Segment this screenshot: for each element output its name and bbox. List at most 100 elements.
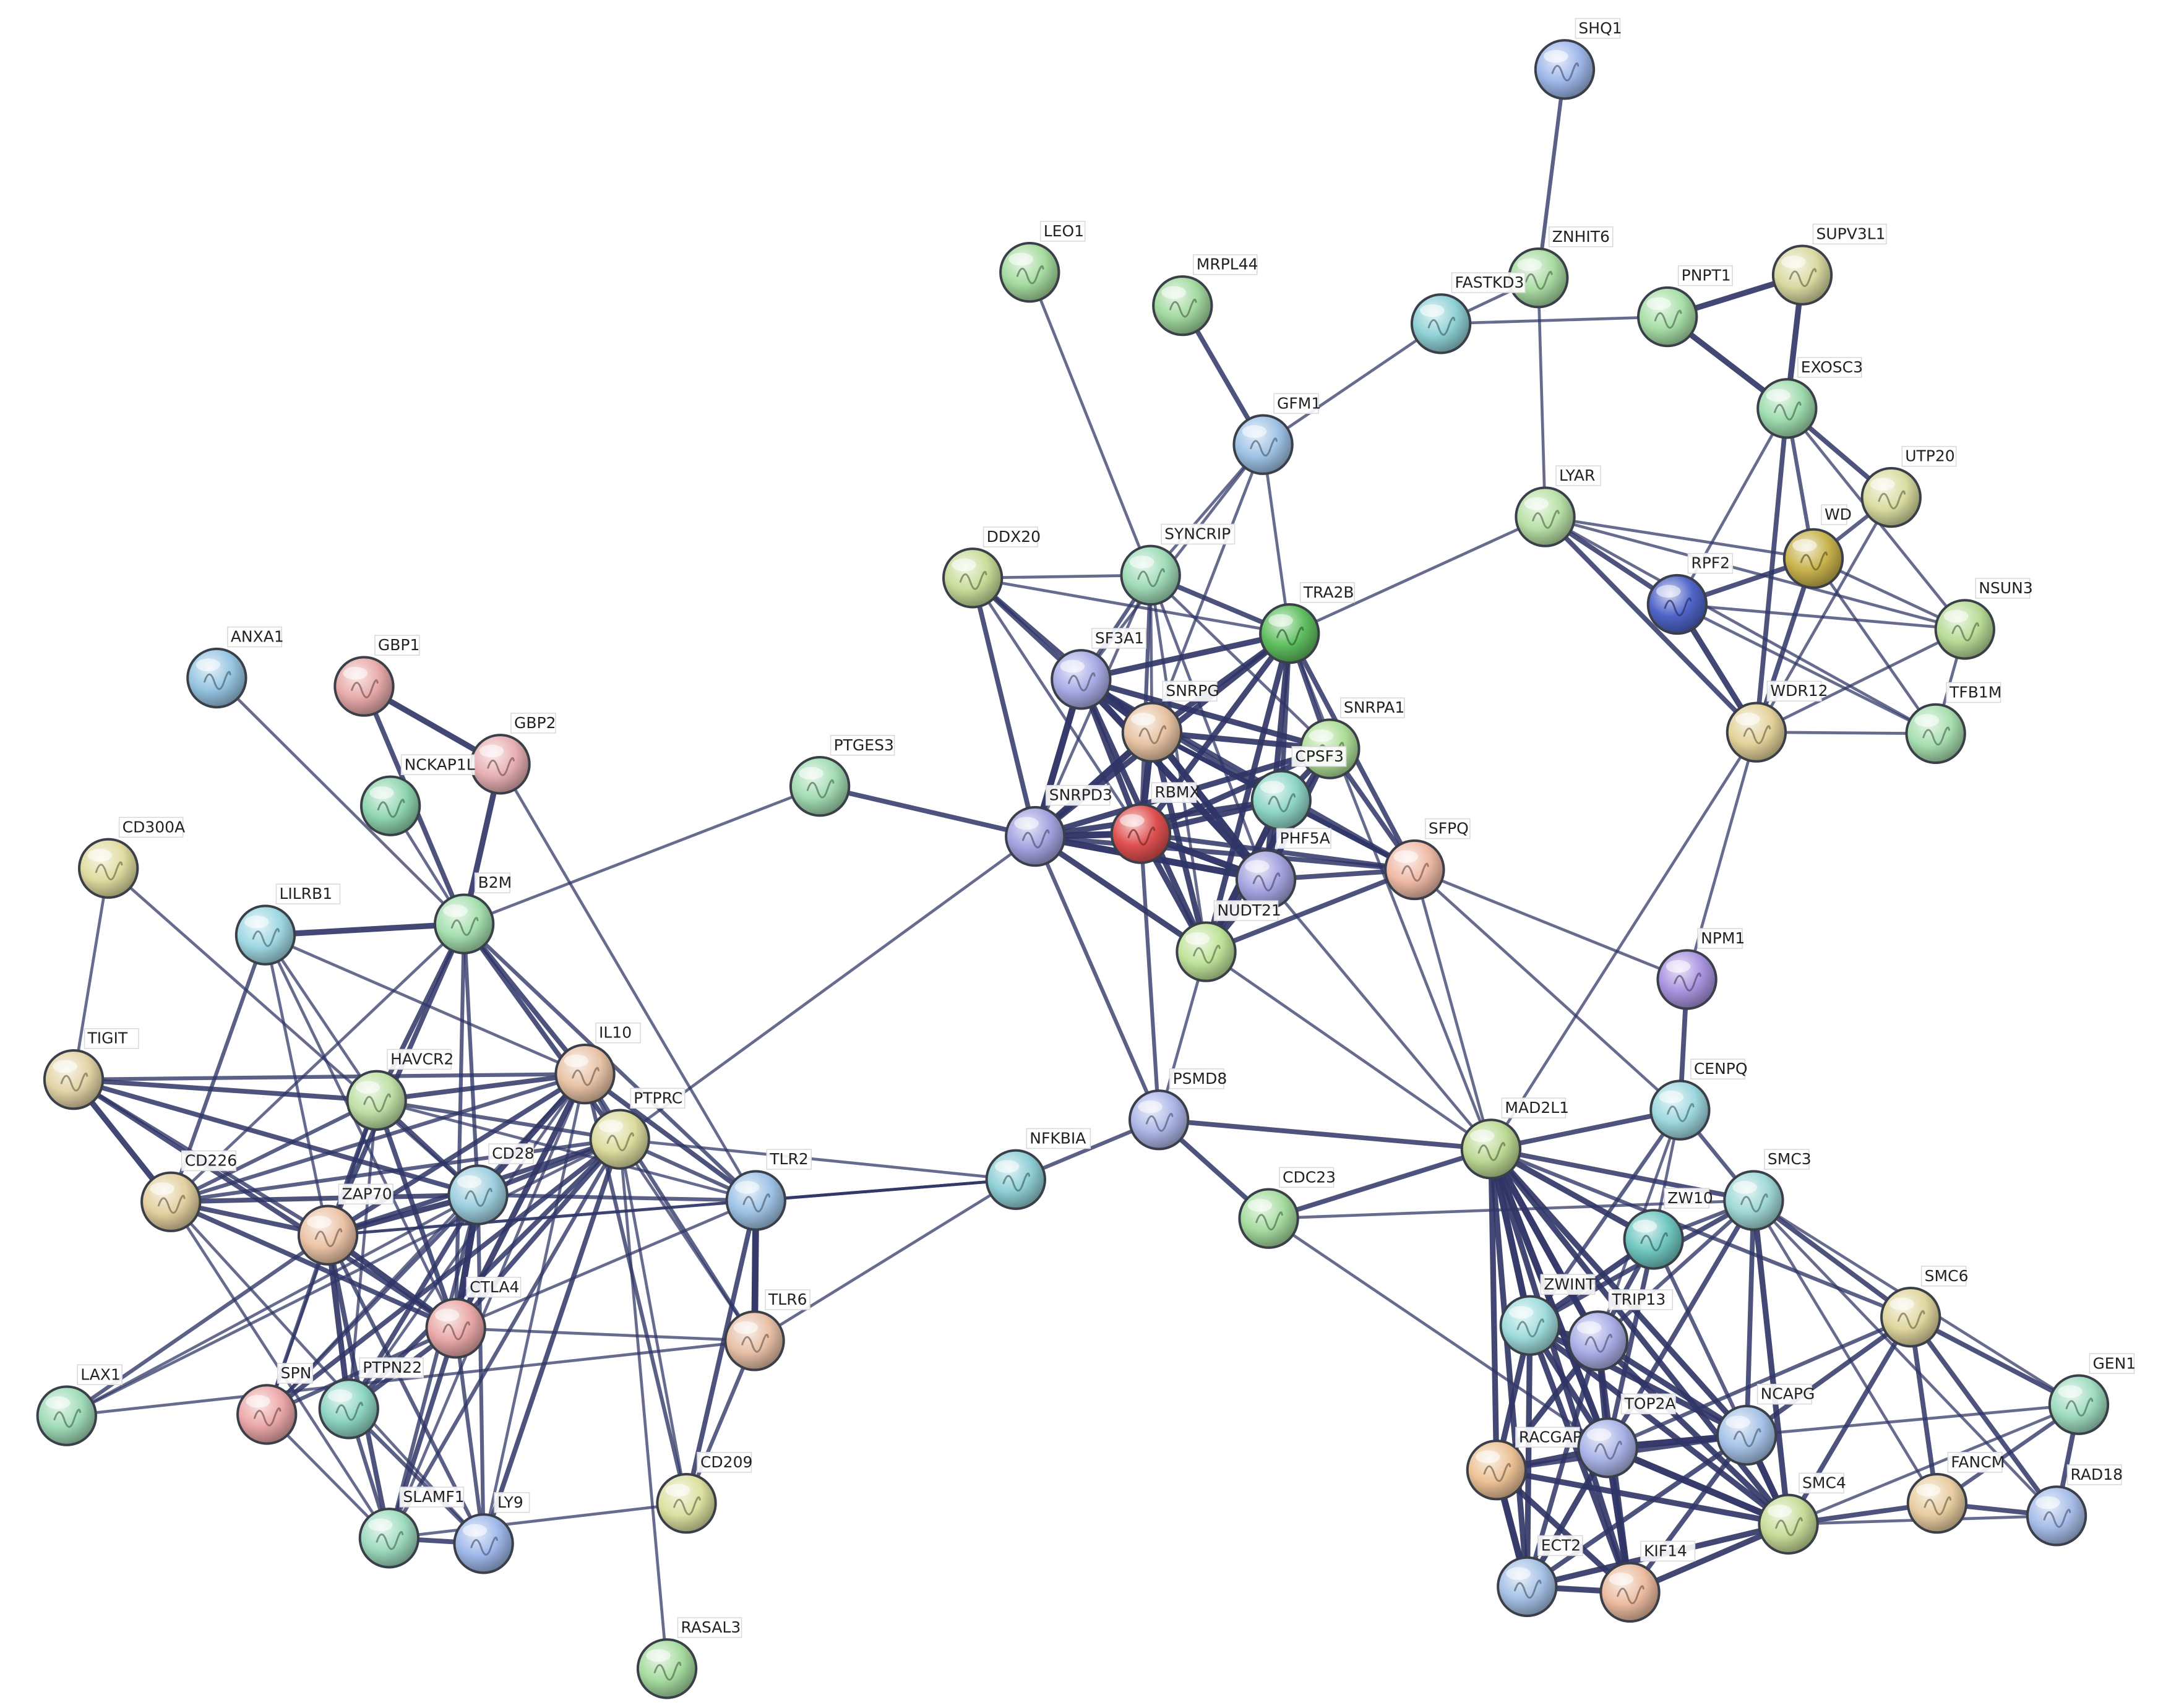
protein-node-slamf1[interactable]: SLAMF1 xyxy=(358,1487,465,1569)
node-sphere-cd300a[interactable] xyxy=(78,838,139,899)
node-sphere-zap70[interactable] xyxy=(297,1204,359,1266)
protein-node-ptpn22[interactable]: PTPN22 xyxy=(318,1357,424,1440)
protein-node-b2m[interactable]: B2M xyxy=(433,872,512,955)
node-sphere-racgap1[interactable] xyxy=(1466,1440,1528,1501)
protein-node-sfpq[interactable]: SFPQ xyxy=(1384,818,1471,901)
protein-node-rpf2[interactable]: RPF2 xyxy=(1646,552,1734,635)
node-sphere-zw10[interactable] xyxy=(1623,1209,1684,1270)
node-sphere-havcr2[interactable] xyxy=(346,1070,407,1131)
protein-node-fastkd3[interactable]: FASTKD3 xyxy=(1410,272,1526,354)
node-sphere-smc4[interactable] xyxy=(1758,1493,1819,1555)
protein-node-ctla4[interactable]: CTLA4 xyxy=(425,1277,522,1359)
node-sphere-psmd8[interactable] xyxy=(1128,1089,1190,1151)
protein-node-nfkbia[interactable]: NFKBIA xyxy=(985,1128,1091,1210)
protein-node-lax1[interactable]: LAX1 xyxy=(36,1364,123,1446)
protein-node-supv3l1[interactable]: SUPV3L1 xyxy=(1771,223,1887,306)
protein-node-gbp1[interactable]: GBP1 xyxy=(333,635,420,717)
protein-node-kif14[interactable]: KIF14 xyxy=(1599,1540,1696,1623)
node-sphere-spn[interactable] xyxy=(236,1384,298,1445)
protein-node-snrpd3[interactable]: SNRPD3 xyxy=(1005,784,1112,867)
protein-node-gfm1[interactable]: GFM1 xyxy=(1232,393,1321,475)
protein-node-cdc23[interactable]: CDC23 xyxy=(1238,1167,1336,1249)
protein-node-smc3[interactable]: SMC3 xyxy=(1723,1149,1812,1231)
node-sphere-supv3l1[interactable] xyxy=(1771,244,1833,306)
node-sphere-ddx20[interactable] xyxy=(942,547,1004,609)
node-sphere-wdr[interactable] xyxy=(1782,528,1844,590)
node-sphere-tigit[interactable] xyxy=(43,1049,105,1110)
protein-node-spn[interactable]: SPN xyxy=(236,1363,313,1445)
protein-node-ptprc[interactable]: PTPRC xyxy=(589,1088,686,1170)
protein-node-rbmx[interactable]: RBMX xyxy=(1110,782,1200,864)
protein-node-tra2b[interactable]: TRA2B xyxy=(1259,582,1355,664)
node-sphere-tlr2[interactable] xyxy=(725,1170,786,1231)
node-sphere-fancm[interactable] xyxy=(1906,1472,1968,1534)
protein-node-fancm[interactable]: FANCM xyxy=(1906,1452,2005,1534)
node-sphere-syncrip[interactable] xyxy=(1120,544,1181,606)
node-sphere-gfm1[interactable] xyxy=(1232,414,1294,475)
protein-node-cpsf3[interactable]: CPSF3 xyxy=(1250,746,1347,831)
node-sphere-rbmx[interactable] xyxy=(1110,803,1172,864)
protein-node-shq1[interactable]: SHQ1 xyxy=(1534,18,1622,100)
node-sphere-snrpd3[interactable] xyxy=(1005,805,1066,867)
node-sphere-cd226[interactable] xyxy=(140,1171,202,1232)
node-sphere-rpf2[interactable] xyxy=(1646,573,1708,635)
node-sphere-cenpq[interactable] xyxy=(1649,1079,1711,1141)
node-sphere-smc3[interactable] xyxy=(1723,1170,1784,1231)
node-sphere-exosc3[interactable] xyxy=(1756,378,1818,439)
node-sphere-fastkd3[interactable] xyxy=(1410,293,1472,354)
protein-node-leo1[interactable]: LEO1 xyxy=(999,221,1086,303)
node-sphere-tra2b[interactable] xyxy=(1259,603,1320,664)
node-sphere-pnpt1[interactable] xyxy=(1637,286,1698,348)
node-sphere-sf3a1[interactable] xyxy=(1051,649,1112,710)
protein-node-syncrip[interactable]: SYNCRIP xyxy=(1120,523,1236,606)
protein-node-znhit6[interactable]: ZNHIT6 xyxy=(1508,226,1614,309)
node-sphere-rasal3[interactable] xyxy=(636,1638,698,1699)
node-sphere-ptprc[interactable] xyxy=(589,1109,650,1170)
protein-node-wdr[interactable]: WD xyxy=(1782,504,1852,590)
node-sphere-gbp1[interactable] xyxy=(333,656,395,717)
protein-node-exosc3[interactable]: EXOSC3 xyxy=(1756,357,1863,439)
node-sphere-trip13[interactable] xyxy=(1567,1310,1629,1371)
protein-node-npm1[interactable]: NPM1 xyxy=(1656,928,1745,1010)
protein-node-top2a[interactable]: TOP2A xyxy=(1577,1393,1676,1478)
node-sphere-shq1[interactable] xyxy=(1534,39,1596,100)
protein-node-tfb1m[interactable]: TFB1M xyxy=(1905,682,2001,765)
protein-node-mrpl44[interactable]: MRPL44 xyxy=(1152,254,1258,337)
protein-node-rasal3[interactable]: RASAL3 xyxy=(636,1617,742,1699)
protein-node-lilrb1[interactable]: LILRB1 xyxy=(234,883,341,966)
node-sphere-ly9[interactable] xyxy=(453,1513,514,1574)
node-sphere-kif14[interactable] xyxy=(1599,1561,1661,1623)
protein-node-gbp2[interactable]: GBP2 xyxy=(470,713,556,795)
protein-node-nckap1l[interactable]: NCKAP1L xyxy=(359,754,475,836)
node-sphere-ctla4[interactable] xyxy=(425,1297,486,1359)
protein-node-mad2l1[interactable]: MAD2L1 xyxy=(1460,1097,1569,1180)
node-sphere-mrpl44[interactable] xyxy=(1152,275,1213,337)
protein-node-lyar[interactable]: LYAR xyxy=(1515,465,1601,547)
protein-node-cd226[interactable]: CD226 xyxy=(140,1150,237,1232)
node-sphere-tlr6[interactable] xyxy=(724,1310,785,1371)
node-sphere-cd209[interactable] xyxy=(656,1472,717,1534)
protein-node-psmd8[interactable]: PSMD8 xyxy=(1128,1068,1227,1151)
node-sphere-rad18[interactable] xyxy=(2026,1485,2087,1547)
node-sphere-ptpn22[interactable] xyxy=(318,1378,379,1440)
protein-node-nsun3[interactable]: NSUN3 xyxy=(1934,578,2033,660)
protein-node-trip13[interactable]: TRIP13 xyxy=(1567,1289,1674,1371)
protein-node-cd209[interactable]: CD209 xyxy=(656,1452,752,1534)
protein-node-zap70[interactable]: ZAP70 xyxy=(297,1183,393,1266)
node-sphere-ptges3[interactable] xyxy=(789,756,851,817)
protein-node-cd28[interactable]: CD28 xyxy=(447,1143,535,1225)
protein-node-nudt21[interactable]: NUDT21 xyxy=(1176,900,1281,982)
node-sphere-nudt21[interactable] xyxy=(1176,921,1237,982)
node-sphere-snrpg[interactable] xyxy=(1121,702,1183,763)
node-sphere-zwint[interactable] xyxy=(1499,1295,1560,1356)
protein-node-il10[interactable]: IL10 xyxy=(554,1022,641,1105)
node-sphere-smc6[interactable] xyxy=(1880,1287,1941,1348)
node-sphere-il10[interactable] xyxy=(554,1043,616,1105)
protein-node-gen1[interactable]: GEN1 xyxy=(2048,1353,2136,1435)
protein-node-havcr2[interactable]: HAVCR2 xyxy=(346,1049,454,1131)
protein-node-smc4[interactable]: SMC4 xyxy=(1758,1472,1846,1555)
protein-node-smc6[interactable]: SMC6 xyxy=(1880,1266,1968,1348)
protein-node-pnpt1[interactable]: PNPT1 xyxy=(1637,265,1733,348)
protein-node-tlr6[interactable]: TLR6 xyxy=(724,1289,810,1371)
node-sphere-slamf1[interactable] xyxy=(358,1508,420,1569)
